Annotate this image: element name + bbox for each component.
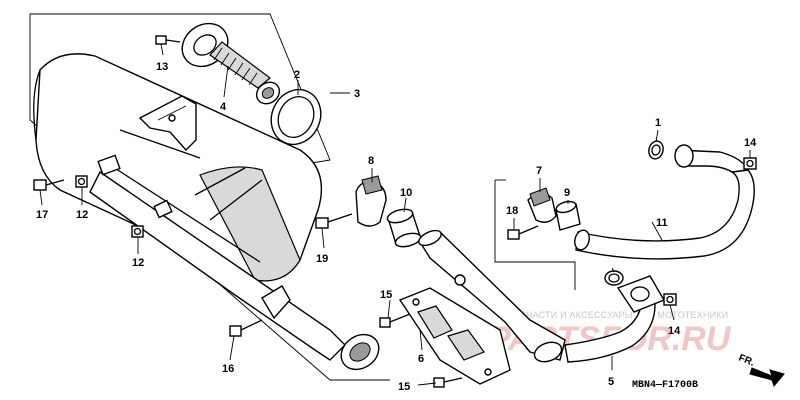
callout-16: 16 — [222, 363, 234, 375]
nut-part-12-upper — [75, 175, 88, 188]
leader-lines — [39, 43, 751, 386]
nut-part-12-lower — [131, 225, 144, 238]
callout-15b: 15 — [398, 381, 410, 393]
gasket-part-1-upper — [648, 140, 664, 160]
callout-17: 17 — [36, 209, 48, 221]
bolt-part-16 — [229, 319, 263, 337]
callout-15a: 15 — [380, 289, 392, 301]
end-cap-part-4 — [181, 22, 281, 105]
bolt-part-15-lower — [433, 377, 463, 388]
bolt-part-15-upper — [379, 313, 411, 328]
collar-part-10 — [386, 208, 422, 248]
callout-12b: 12 — [132, 257, 144, 269]
bolt-part-18 — [507, 225, 539, 240]
clamp-part-7 — [527, 187, 557, 223]
nut-part-14-upper — [743, 157, 757, 170]
exhaust-pipe-part-11 — [574, 144, 755, 260]
callout-6: 6 — [418, 353, 424, 365]
callout-12a: 12 — [76, 209, 88, 221]
callout-8: 8 — [368, 155, 374, 167]
clamp-part-8 — [355, 175, 387, 227]
muffler-body — [33, 53, 323, 282]
callout-1: 1 — [655, 117, 661, 129]
callout-5: 5 — [608, 376, 614, 388]
exhaust-pipe-part-5 — [564, 275, 666, 363]
bolt-part-19 — [315, 213, 353, 229]
gasket-part-1-lower — [604, 270, 624, 286]
callout-3: 3 — [354, 88, 360, 100]
callout-14a: 14 — [744, 137, 757, 149]
callout-numbers: 1 2 3 4 5 6 7 8 9 10 11 12 12 13 14 14 1… — [36, 61, 757, 393]
callout-4: 4 — [220, 101, 227, 113]
callout-9: 9 — [564, 187, 570, 199]
callout-7: 7 — [536, 165, 542, 177]
collar-part-9 — [555, 200, 581, 231]
bolt-part-13 — [155, 35, 181, 45]
front-arrow-icon — [749, 367, 785, 388]
exhaust-pipe-group-outline — [494, 179, 576, 290]
callout-2: 2 — [294, 69, 300, 81]
front-direction-indicator: FR. — [737, 353, 785, 388]
callout-13: 13 — [156, 61, 168, 73]
gasket-part-2 — [270, 88, 322, 146]
callout-11: 11 — [656, 217, 668, 229]
watermark-line: ЗАПЧАСТИ И АКСЕССУАРЫ ДЛЯ МОТОТЕХНИКИ — [508, 310, 728, 320]
callout-18: 18 — [506, 205, 518, 217]
front-label: FR. — [737, 353, 756, 369]
middle-pipe — [418, 229, 566, 363]
heat-guard-part-6 — [398, 287, 511, 385]
callout-10: 10 — [400, 187, 412, 199]
callout-19: 19 — [316, 253, 328, 265]
diagram-code: MBN4—F1700B — [632, 380, 698, 391]
callout-14b: 14 — [668, 325, 681, 337]
nut-part-14-lower — [663, 293, 677, 306]
